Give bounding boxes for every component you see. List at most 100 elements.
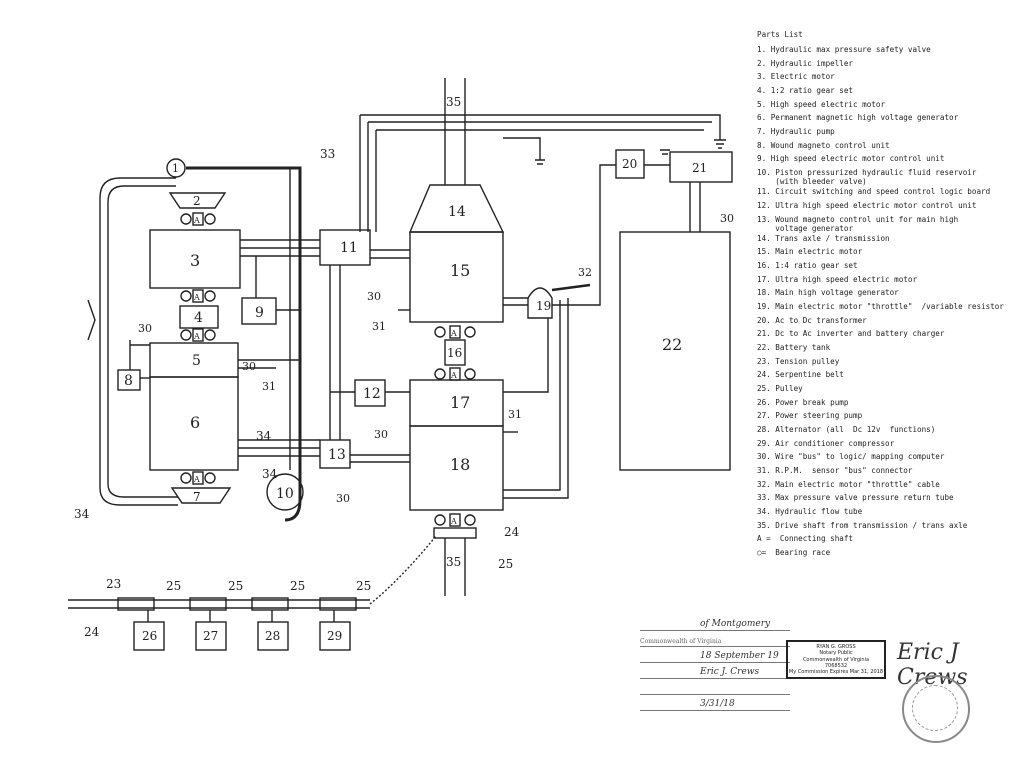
motor-3 <box>149 229 241 289</box>
shaft-35-bottom <box>444 538 466 596</box>
label-27: 27 <box>203 629 218 643</box>
parts-list: Parts List 1. Hydraulic max pressure saf… <box>757 30 1019 562</box>
notary-county: of Montgomery <box>700 619 771 629</box>
label-16: 16 <box>447 346 462 360</box>
label-32: 32 <box>578 266 592 279</box>
label-25-a: 25 <box>166 579 181 593</box>
parts-list-item: 8. Wound magneto control unit <box>757 140 890 150</box>
parts-list-item: 27. Power steering pump <box>757 411 863 421</box>
notary-state: Commonwealth of Virginia <box>640 638 722 645</box>
label-30-c: 30 <box>374 428 388 441</box>
parts-list-item: 17. Ultra high speed electric motor <box>757 274 918 284</box>
parts-list-item: 24. Serpentine belt <box>757 370 844 380</box>
parts-list-item: 4. 1:2 ratio gear set <box>757 86 854 96</box>
parts-list-item: 19. Main electric motor "throttle" /vari… <box>757 302 1004 312</box>
label-19: 19 <box>536 299 551 313</box>
label-13: 13 <box>328 447 346 463</box>
label-a-1: A <box>193 216 200 225</box>
impeller-2 <box>168 192 227 209</box>
label-34-c: 34 <box>74 507 90 521</box>
stamp-reg: 7068532 <box>824 662 848 669</box>
notary-stamp: RYAN G. GROSS Notary Public Commonwealth… <box>786 640 886 680</box>
parts-list-item: 6. Permanent magnetic high voltage gener… <box>757 113 959 123</box>
parts-list-item: 7. Hydraulic pump <box>757 127 835 137</box>
parts-list-item: 1. Hydraulic max pressure safety valve <box>757 45 931 55</box>
corporate-seal <box>902 675 970 743</box>
label-25-b: 25 <box>228 579 243 593</box>
label-21: 21 <box>692 161 707 175</box>
parts-list-item: 14. Trans axle / transmission <box>757 233 890 243</box>
parts-list-item: ○= Bearing race <box>757 547 831 557</box>
parts-list-item: 21. Dc to Ac inverter and battery charge… <box>757 329 945 339</box>
parts-list-item: 33. Max pressure valve pressure return t… <box>757 493 954 503</box>
label-3: 3 <box>190 251 200 270</box>
transformer-20 <box>615 149 645 179</box>
parts-list-item: 2. Hydraulic impeller <box>757 58 854 68</box>
motor-15 <box>409 231 504 323</box>
parts-list-item: 5. High speed electric motor <box>757 99 886 109</box>
label-24: 24 <box>84 625 100 639</box>
notary-name: Eric J. Crews <box>700 667 760 677</box>
label-25-c: 25 <box>290 579 305 593</box>
parts-list-title: Parts List <box>757 30 803 39</box>
label-20: 20 <box>622 157 637 171</box>
parts-list-item: 34. Hydraulic flow tube <box>757 506 863 516</box>
label-23: 23 <box>106 577 121 591</box>
pulley-25 <box>433 527 477 539</box>
notary-block: of Montgomery Commonwealth of Virginia 1… <box>640 616 790 712</box>
label-35-bottom: 35 <box>446 555 461 569</box>
pressure-return-tube <box>186 166 302 522</box>
control-9 <box>241 297 277 325</box>
serpentine-belt-24 <box>68 599 370 609</box>
hydraulic-loop-outer <box>99 177 178 506</box>
label-6: 6 <box>190 413 200 432</box>
label-34-b: 34 <box>262 467 278 481</box>
label-25-center: 25 <box>498 557 513 571</box>
alternator-28 <box>257 621 289 651</box>
label-2: 2 <box>193 194 201 208</box>
stamp-title: Notary Public <box>819 650 853 657</box>
parts-list-item: 15. Main electric motor <box>757 247 863 257</box>
parts-list-item: 3. Electric motor <box>757 72 835 82</box>
label-1: 1 <box>172 162 179 175</box>
label-35-top: 35 <box>446 95 461 109</box>
label-29: 29 <box>327 629 342 643</box>
label-a-3: A <box>193 332 200 341</box>
label-25-d: 25 <box>356 579 371 593</box>
label-10: 10 <box>276 486 294 502</box>
label-30-d: 30 <box>336 492 350 505</box>
gearset-16 <box>444 339 466 366</box>
parts-list-item: 18. Main high voltage generator <box>757 288 899 298</box>
label-33: 33 <box>320 147 335 161</box>
parts-list-item: 13. Wound magneto control unit for main … <box>757 214 959 233</box>
stamp-state: Commonwealth of Virginia <box>802 656 870 663</box>
label-a-2: A <box>193 293 200 302</box>
reservoir-10 <box>266 473 304 511</box>
parts-list-item: 12. Ultra high speed electric motor cont… <box>757 200 977 210</box>
parts-list-item: 35. Drive shaft from transmission / tran… <box>757 520 968 530</box>
pump-26 <box>133 621 165 651</box>
compressor-29 <box>319 621 351 651</box>
parts-list-item: 23. Tension pulley <box>757 356 840 366</box>
label-15: 15 <box>450 261 470 280</box>
pump-7 <box>170 487 232 504</box>
hydraulic-loop-inner <box>107 185 178 498</box>
parts-list-item: 9. High speed electric motor control uni… <box>757 154 945 164</box>
pump-27 <box>195 621 227 651</box>
label-a-4: A <box>193 475 200 484</box>
label-4: 4 <box>194 310 203 326</box>
label-14: 14 <box>448 204 466 220</box>
label-26: 26 <box>142 629 157 643</box>
label-28: 28 <box>265 629 280 643</box>
parts-list-items: 1. Hydraulic max pressure safety valve 2.… <box>757 45 1019 557</box>
parts-list-item: 16. 1:4 ratio gear set <box>757 261 858 271</box>
control-8 <box>117 369 141 391</box>
label-18: 18 <box>450 455 470 474</box>
label-8: 8 <box>124 373 133 389</box>
parts-list-item: 28. Alternator (all Dc 12v functions) <box>757 424 936 434</box>
parts-list-item: 31. R.P.M. sensor "bus" connector <box>757 465 913 475</box>
battery-22 <box>619 231 731 471</box>
parts-list-item: 25. Pulley <box>757 383 803 393</box>
stamp-expires: My Commission Expires Mar 31, 2018 <box>788 669 884 675</box>
parts-list-item: 29. Air conditioner compressor <box>757 438 895 448</box>
